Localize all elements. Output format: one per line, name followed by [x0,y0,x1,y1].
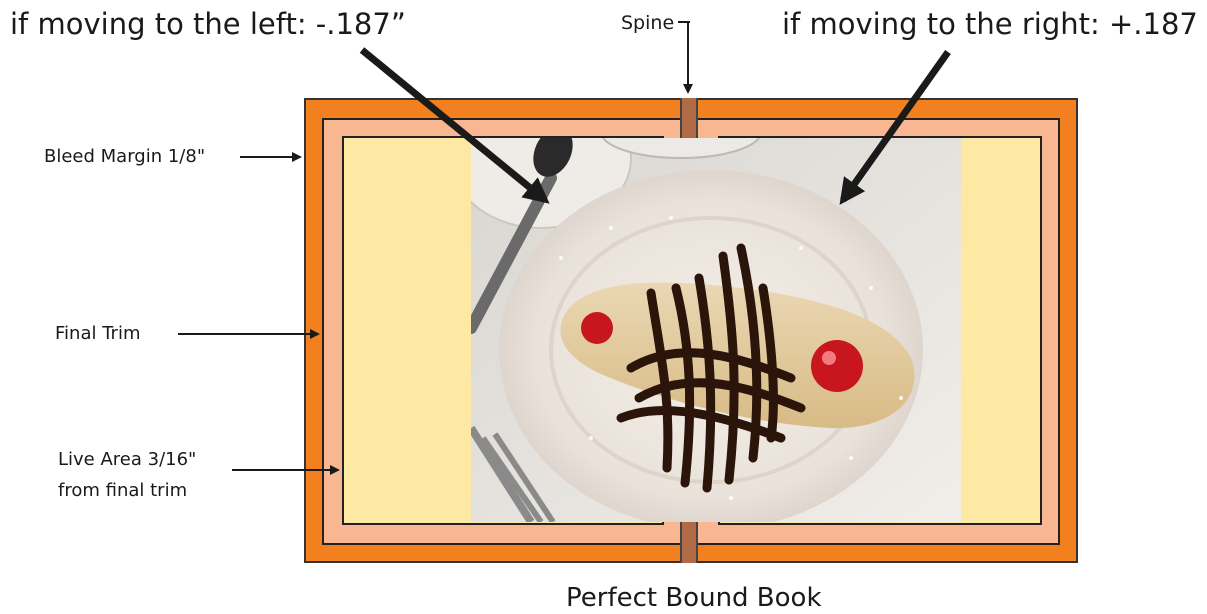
left-move-label: if moving to the left: -.187” [10,10,406,39]
right-move-label: if moving to the right: +.187 [782,10,1198,39]
live-area-label: Live Area 3/16" [58,451,196,469]
live-area-label-line2: from final trim [58,482,187,500]
diagram-caption: Perfect Bound Book [566,585,822,611]
spine-label: Spine [621,14,674,33]
dessert-photo [471,138,961,522]
bleed-margin-label: Bleed Margin 1/8" [44,148,205,166]
final-trim-label: Final Trim [55,325,141,343]
